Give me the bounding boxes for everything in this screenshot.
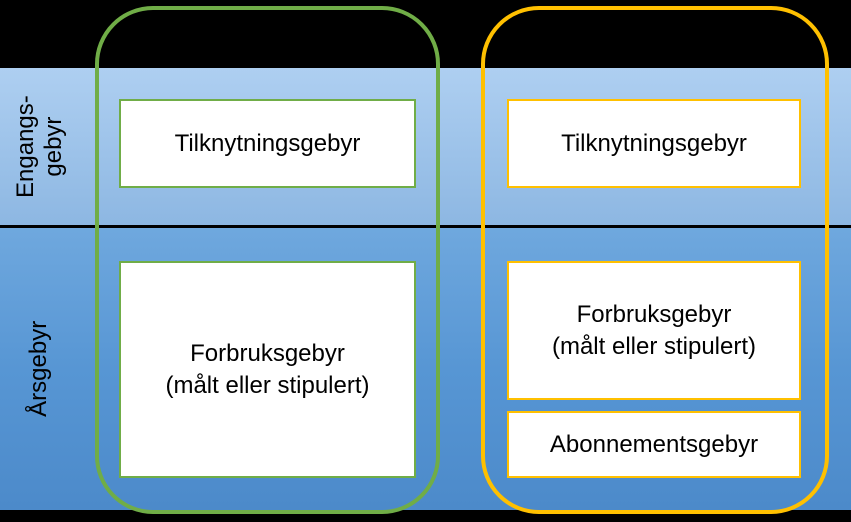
annual-fee-band-label-area: Årsgebyr: [0, 228, 78, 510]
orange-connection-fee-box: Tilknytningsgebyr: [507, 99, 801, 188]
green-consumption-fee-box: Forbruksgebyr (målt eller stipulert): [119, 261, 416, 478]
orange-consumption-fee-label: Forbruksgebyr (målt eller stipulert): [551, 301, 757, 360]
orange-subscription-fee-box: Abonnementsgebyr: [507, 411, 801, 478]
orange-connection-fee-label: Tilknytningsgebyr: [561, 129, 747, 157]
one-time-fee-band-label: Engangs- gebyr: [11, 95, 66, 198]
orange-group-outline: [481, 6, 829, 514]
one-time-fee-band-label-area: Engangs- gebyr: [0, 68, 78, 225]
green-connection-fee-label: Tilknytningsgebyr: [174, 129, 361, 157]
green-consumption-fee-label: Forbruksgebyr (målt eller stipulert): [165, 340, 370, 399]
orange-subscription-fee-label: Abonnementsgebyr: [549, 430, 759, 458]
annual-fee-band-label: Årsgebyr: [25, 320, 53, 418]
green-group-outline: [95, 6, 440, 514]
orange-consumption-fee-box: Forbruksgebyr (målt eller stipulert): [507, 261, 801, 400]
green-connection-fee-box: Tilknytningsgebyr: [119, 99, 416, 188]
